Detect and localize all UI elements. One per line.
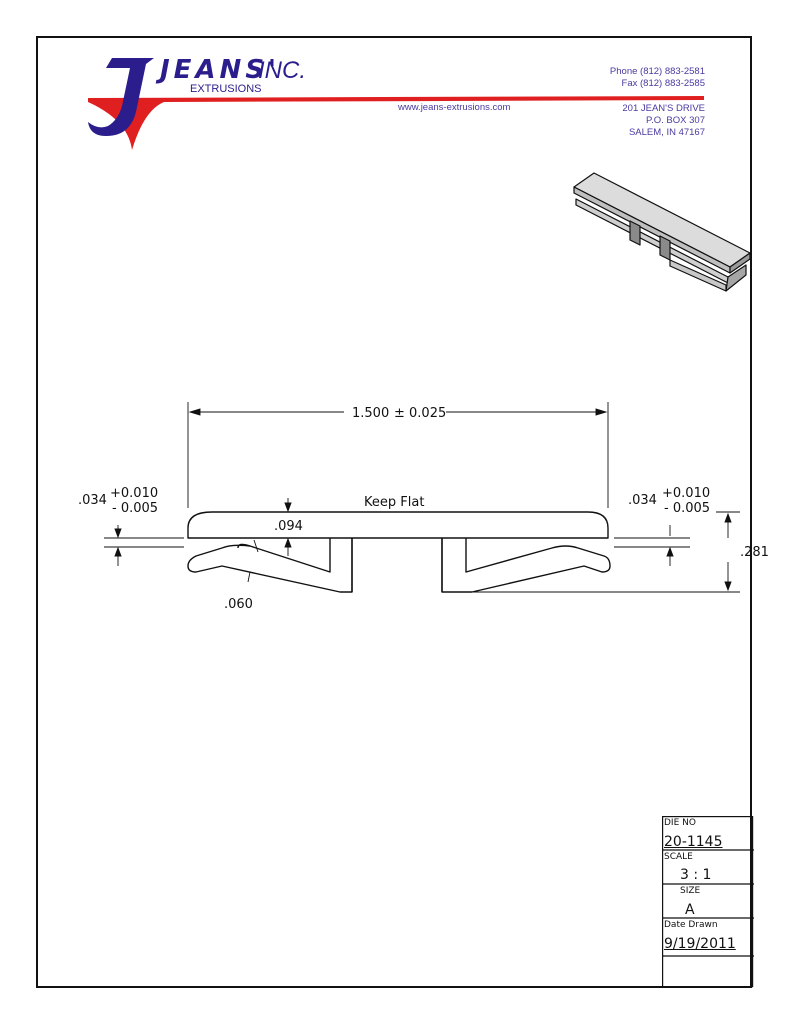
- logo-swoosh: [88, 96, 704, 150]
- date-drawn-label: Date Drawn: [664, 920, 718, 930]
- left-thickness: .034: [78, 493, 107, 508]
- die-no-value: 20-1145: [664, 834, 723, 850]
- profile-left-leg: [187, 538, 353, 593]
- address-line-1: 201 JEAN'S DRIVE: [622, 103, 705, 114]
- contact-block: Phone (812) 883-2581 Fax (812) 883-2585: [560, 66, 705, 90]
- logo-j-letter: [88, 58, 154, 136]
- sheet-border: [36, 36, 752, 988]
- address-line-3: SALEM, IN 47167: [628, 127, 705, 138]
- right-tol-plus: +0.010: [662, 486, 710, 501]
- address-line-2: P.O. BOX 307: [646, 115, 705, 126]
- left-tol-plus: +0.010: [110, 486, 158, 501]
- right-tol-minus: - 0.005: [664, 501, 710, 516]
- scale-value: 3 : 1: [680, 867, 712, 883]
- iso-web: [629, 220, 641, 246]
- width-dimension: 1.500: [352, 406, 389, 421]
- logo-extrusions: EXTRUSIONS: [190, 83, 262, 95]
- profile-left-leg-inner: [221, 544, 251, 549]
- fax-text: Fax (812) 883-2585: [621, 78, 705, 89]
- die-no-label: DIE NO: [664, 818, 696, 828]
- iso-end-lower: [725, 264, 747, 292]
- height-dimension: .281: [740, 545, 769, 560]
- profile-top-flange: [187, 511, 609, 539]
- right-thickness: .034: [628, 493, 657, 508]
- keep-flat-note: Keep Flat: [364, 495, 424, 510]
- profile-body: [237, 538, 331, 573]
- website-text: www.jeans-extrusions.com: [398, 102, 511, 113]
- isometric-view: [573, 172, 751, 292]
- profile-slot: [351, 538, 443, 592]
- leg-dimension: .060: [224, 597, 253, 612]
- width-tolerance: ± 0.025: [394, 406, 446, 421]
- scale-label: SCALE: [664, 852, 693, 862]
- profile-right-inner: [465, 538, 579, 573]
- company-logo: JEANS' INC. EXTRUSIONS: [88, 55, 704, 150]
- phone-text: Phone (812) 883-2581: [609, 66, 705, 77]
- iso-end-face: [729, 252, 751, 274]
- date-drawn-value: 9/19/2011: [664, 936, 736, 952]
- left-tol-minus: - 0.005: [112, 501, 158, 516]
- logo-inc: INC.: [258, 57, 306, 84]
- address-block: 201 JEAN'S DRIVE P.O. BOX 307 SALEM, IN …: [560, 103, 705, 139]
- size-label: SIZE: [680, 886, 701, 896]
- profile-web: [441, 538, 611, 593]
- logo-company-name: JEANS': [155, 55, 280, 85]
- title-block: [662, 816, 754, 988]
- web-dimension: .094: [274, 519, 303, 534]
- size-value: A: [685, 902, 695, 918]
